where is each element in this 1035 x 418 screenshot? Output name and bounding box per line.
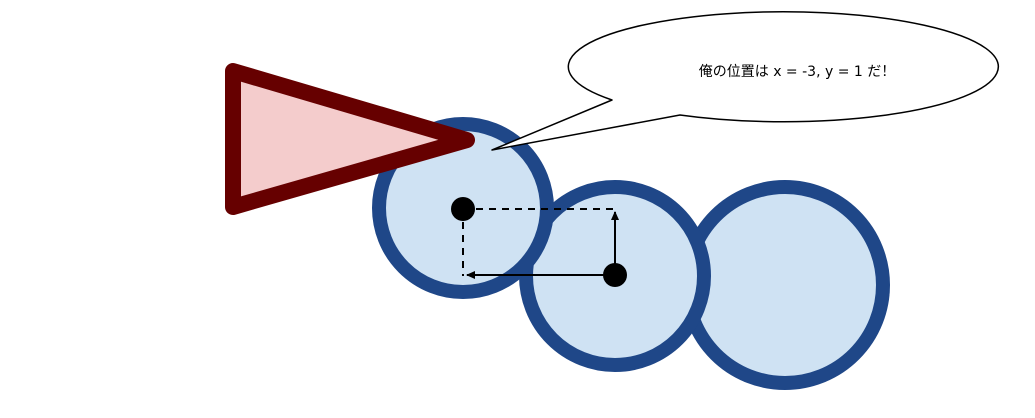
speech-bubble: [491, 11, 1000, 151]
position-dot-middle: [603, 263, 627, 287]
body-circle-tail: [680, 180, 890, 390]
position-dot-head: [451, 197, 475, 221]
speech-bubble-text: 俺の位置は x = -3, y = 1 だ！: [699, 64, 896, 80]
triangle-head-icon: [225, 63, 475, 215]
